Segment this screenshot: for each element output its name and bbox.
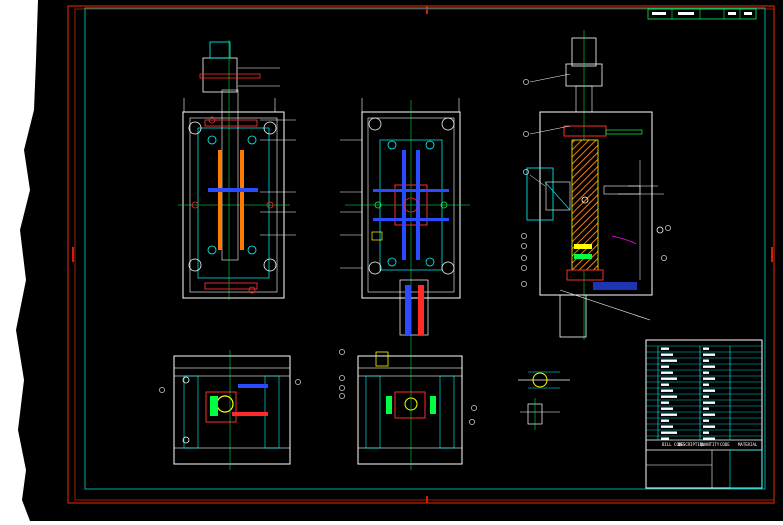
title-block-cell-text — [661, 431, 677, 434]
title-block-cell-text — [661, 347, 669, 350]
callout-balloon — [521, 265, 527, 271]
title-block-cell-text — [703, 431, 709, 434]
bolt-hole — [247, 245, 257, 255]
bolt-hole — [188, 121, 202, 135]
title-block-cell-text — [703, 389, 715, 392]
drawing-background — [16, 0, 783, 521]
title-block-cell-text — [661, 419, 669, 422]
title-block-cell-text — [661, 359, 677, 362]
title-block-cell-text — [703, 371, 709, 374]
tb-header-bill-code: BILL CODE — [662, 442, 684, 447]
title-block-cell-text — [703, 395, 709, 398]
bolt-hole — [191, 201, 199, 209]
tb-header-code: CODE — [720, 442, 730, 447]
callout-balloon — [339, 375, 345, 381]
callout-balloon — [295, 379, 301, 385]
part-callout-balloons — [159, 79, 671, 425]
bolt-hole — [247, 135, 257, 145]
section-view-right — [526, 30, 664, 340]
callout-balloon — [521, 255, 527, 261]
title-block-cell-text — [661, 407, 673, 410]
title-block-cell-text — [703, 347, 709, 350]
callout-balloon — [523, 169, 529, 175]
title-block-cell-text — [661, 437, 669, 440]
callout-balloon — [339, 349, 345, 355]
title-block-cell-text — [703, 413, 715, 416]
bolt-hole — [248, 286, 256, 294]
callout-balloon — [521, 243, 527, 249]
bolt-hole — [207, 245, 217, 255]
bolt-hole — [263, 121, 277, 135]
bolt-hole — [440, 201, 448, 209]
title-block-cell-text — [703, 425, 715, 428]
bolt-hole — [403, 197, 419, 213]
bolt-hole — [425, 140, 435, 150]
title-block-cell-text — [703, 383, 709, 386]
title-block-cell-text — [661, 353, 673, 356]
bolt-hole — [182, 436, 190, 444]
bolt-hole — [208, 116, 216, 124]
bolt-hole — [368, 117, 382, 131]
title-block-cell-text — [661, 395, 677, 398]
top-title-strip — [647, 8, 757, 20]
title-block-cell-text — [703, 365, 715, 368]
title-block-cell-text — [703, 407, 709, 410]
title-block-cell-text — [661, 377, 677, 380]
bolt-hole — [441, 117, 455, 131]
bolt-hole — [441, 261, 455, 275]
callout-balloon — [159, 387, 165, 393]
bolt-hole — [368, 261, 382, 275]
bolt-hole — [374, 201, 382, 209]
bolt-hole — [387, 140, 397, 150]
outer-frame — [67, 5, 775, 504]
bolt-hole — [263, 258, 277, 272]
bolt-hole — [581, 196, 589, 204]
title-block-header: BILL CODE DESCRIPTION QUANTITY CODE MATE… — [662, 442, 758, 447]
bolt-hole — [188, 258, 202, 272]
inner-border — [84, 7, 766, 490]
callout-balloon — [665, 225, 671, 231]
title-block-cell-text — [661, 413, 677, 416]
tb-header-quantity: QUANTITY — [700, 442, 720, 447]
bolt-hole — [425, 257, 435, 267]
title-block-cell-text — [661, 365, 669, 368]
title-block-cell-text — [703, 419, 709, 422]
bolt-hole — [207, 135, 217, 145]
side-view-center — [357, 345, 463, 470]
callout-balloon — [469, 419, 475, 425]
title-block-cell-text — [661, 425, 673, 428]
title-block-cell-text — [661, 371, 673, 374]
title-block-cell-text — [661, 389, 673, 392]
detail-view-small — [518, 371, 570, 430]
top-view-left — [178, 40, 296, 300]
bolt-holes — [182, 116, 664, 444]
callout-balloon — [471, 405, 477, 411]
callout-balloon — [523, 131, 529, 137]
bolt-hole — [182, 376, 190, 384]
bolt-hole — [387, 257, 397, 267]
title-block-cell-text — [703, 437, 715, 440]
bolt-hole — [656, 226, 664, 234]
title-block: BILL CODE DESCRIPTION QUANTITY CODE MATE… — [645, 339, 763, 489]
tb-header-description: DESCRIPTION — [678, 442, 705, 447]
bolt-hole — [266, 201, 274, 209]
title-block-cell-text — [703, 401, 715, 404]
callout-balloon — [339, 393, 345, 399]
tb-header-material: MATERIAL — [738, 442, 758, 447]
title-block-cell-text — [703, 353, 715, 356]
callout-balloon — [521, 233, 527, 239]
callout-balloon — [339, 385, 345, 391]
callout-balloon — [661, 255, 667, 261]
title-block-cell-text — [661, 401, 669, 404]
side-view-left — [173, 350, 291, 470]
callout-balloon — [521, 281, 527, 287]
callout-balloon — [523, 79, 529, 85]
title-block-cell-text — [703, 359, 709, 362]
title-block-cell-text — [703, 377, 715, 380]
title-block-cell-text — [661, 383, 669, 386]
